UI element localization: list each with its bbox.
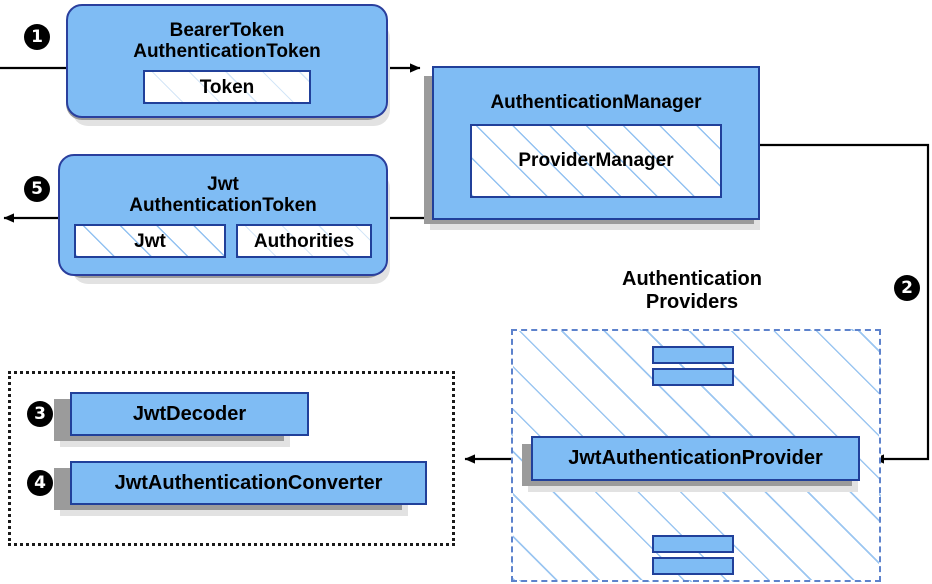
bearer-token-line2: AuthenticationToken: [133, 41, 321, 62]
authentication-providers-title: Authentication Providers: [512, 268, 872, 313]
authentication-providers-title-line1: Authentication: [622, 268, 762, 290]
step-marker-2: 2: [894, 275, 920, 301]
step-marker-4: 4: [27, 470, 53, 496]
step-marker-5: 5: [24, 176, 50, 202]
jwt-token-line1: Jwt: [207, 173, 239, 195]
authentication-providers-title-line2: Providers: [645, 290, 739, 313]
provider-stub-bar-top-2: [652, 368, 734, 386]
node-jwt-decoder[interactable]: JwtDecoder: [70, 392, 309, 436]
node-authentication-manager[interactable]: AuthenticationManager ProviderManager: [432, 66, 760, 220]
provider-stub-bar-top-1: [652, 346, 734, 364]
authorities-inner-label: Authorities: [253, 230, 355, 252]
bearer-token-line1: BearerToken: [169, 19, 285, 41]
jwt-authentication-converter-label: JwtAuthenticationConverter: [114, 471, 383, 494]
step-marker-3: 3: [27, 401, 53, 427]
bearer-token-inner-label: Token: [199, 76, 255, 98]
jwt-authentication-provider-label: JwtAuthenticationProvider: [568, 447, 823, 470]
provider-manager-label: ProviderManager: [518, 149, 674, 171]
authentication-manager-title: AuthenticationManager: [490, 92, 702, 114]
node-jwt-authentication-provider[interactable]: JwtAuthenticationProvider: [531, 436, 860, 481]
step-marker-1: 1: [24, 24, 50, 50]
node-jwt-authentication-token[interactable]: Jwt AuthenticationToken Jwt Authorities: [58, 154, 388, 276]
provider-stub-bar-bottom-1: [652, 535, 734, 553]
bearer-token-inner-token[interactable]: Token: [143, 70, 311, 105]
provider-stub-bar-bottom-2: [652, 557, 734, 575]
authentication-manager-inner-provider-manager[interactable]: ProviderManager: [470, 123, 722, 198]
node-bearer-token-authentication-token[interactable]: BearerToken AuthenticationToken Token: [66, 4, 388, 118]
jwt-decoder-label: JwtDecoder: [132, 402, 247, 425]
jwt-token-inner-jwt[interactable]: Jwt: [74, 224, 226, 259]
jwt-inner-label: Jwt: [134, 230, 166, 252]
jwt-support-zone: [8, 371, 455, 546]
node-jwt-authentication-converter[interactable]: JwtAuthenticationConverter: [70, 461, 427, 505]
jwt-token-line2: AuthenticationToken: [129, 195, 317, 216]
jwt-token-inner-authorities[interactable]: Authorities: [236, 224, 372, 259]
